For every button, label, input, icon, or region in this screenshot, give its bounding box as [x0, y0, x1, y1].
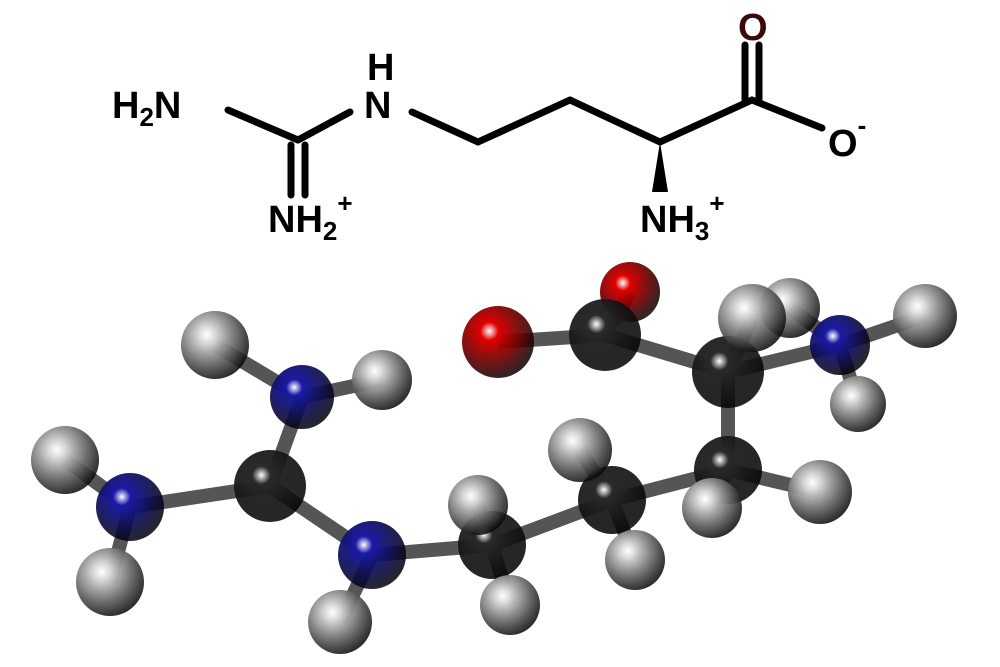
atom-label-carboxylate-o: O-	[828, 110, 866, 165]
nitrogen-atom	[338, 521, 406, 589]
wedge-bond	[652, 142, 668, 192]
hydrogen-atom	[682, 478, 742, 538]
atom-label-nh3-plus: NH3+	[640, 188, 725, 246]
bond	[656, 96, 756, 146]
structural-formula: H2N H N NH2+ O O- NH3+	[112, 7, 866, 246]
nitrogen-atom	[270, 365, 334, 429]
bond	[566, 96, 664, 146]
oxygen-atom	[462, 306, 534, 378]
hydrogen-atom	[893, 284, 957, 348]
bond	[408, 108, 482, 146]
atom-label-h2n: H2N	[112, 85, 181, 132]
hydrogen-atom	[605, 530, 665, 590]
hydrogen-atom	[480, 575, 540, 635]
atom-label-nh-n: N	[364, 85, 391, 127]
bond	[474, 96, 574, 146]
bond	[294, 108, 354, 144]
nitrogen-atom	[810, 315, 870, 375]
carbon-atom	[234, 450, 306, 522]
bond	[748, 96, 826, 132]
carbon-atom	[569, 299, 641, 371]
hydrogen-atom	[448, 475, 508, 535]
hydrogen-atom	[788, 460, 852, 524]
carbon-atom	[578, 466, 646, 534]
atom-label-nh-h: H	[367, 47, 394, 89]
atom-label-nh2-plus: NH2+	[268, 188, 353, 246]
nitrogen-atom	[96, 473, 164, 541]
hydrogen-atom	[76, 548, 144, 616]
hydrogen-atom	[31, 426, 99, 494]
hydrogen-atom	[308, 590, 372, 654]
hydrogen-atom	[718, 284, 786, 352]
hydrogen-atom	[181, 311, 249, 379]
hydrogen-atom	[830, 376, 886, 432]
atom-label-carbonyl-o: O	[738, 7, 768, 49]
carbon-atom	[692, 336, 764, 408]
hydrogen-atom	[548, 418, 612, 482]
hydrogen-atom	[352, 350, 412, 410]
bond	[224, 106, 302, 144]
